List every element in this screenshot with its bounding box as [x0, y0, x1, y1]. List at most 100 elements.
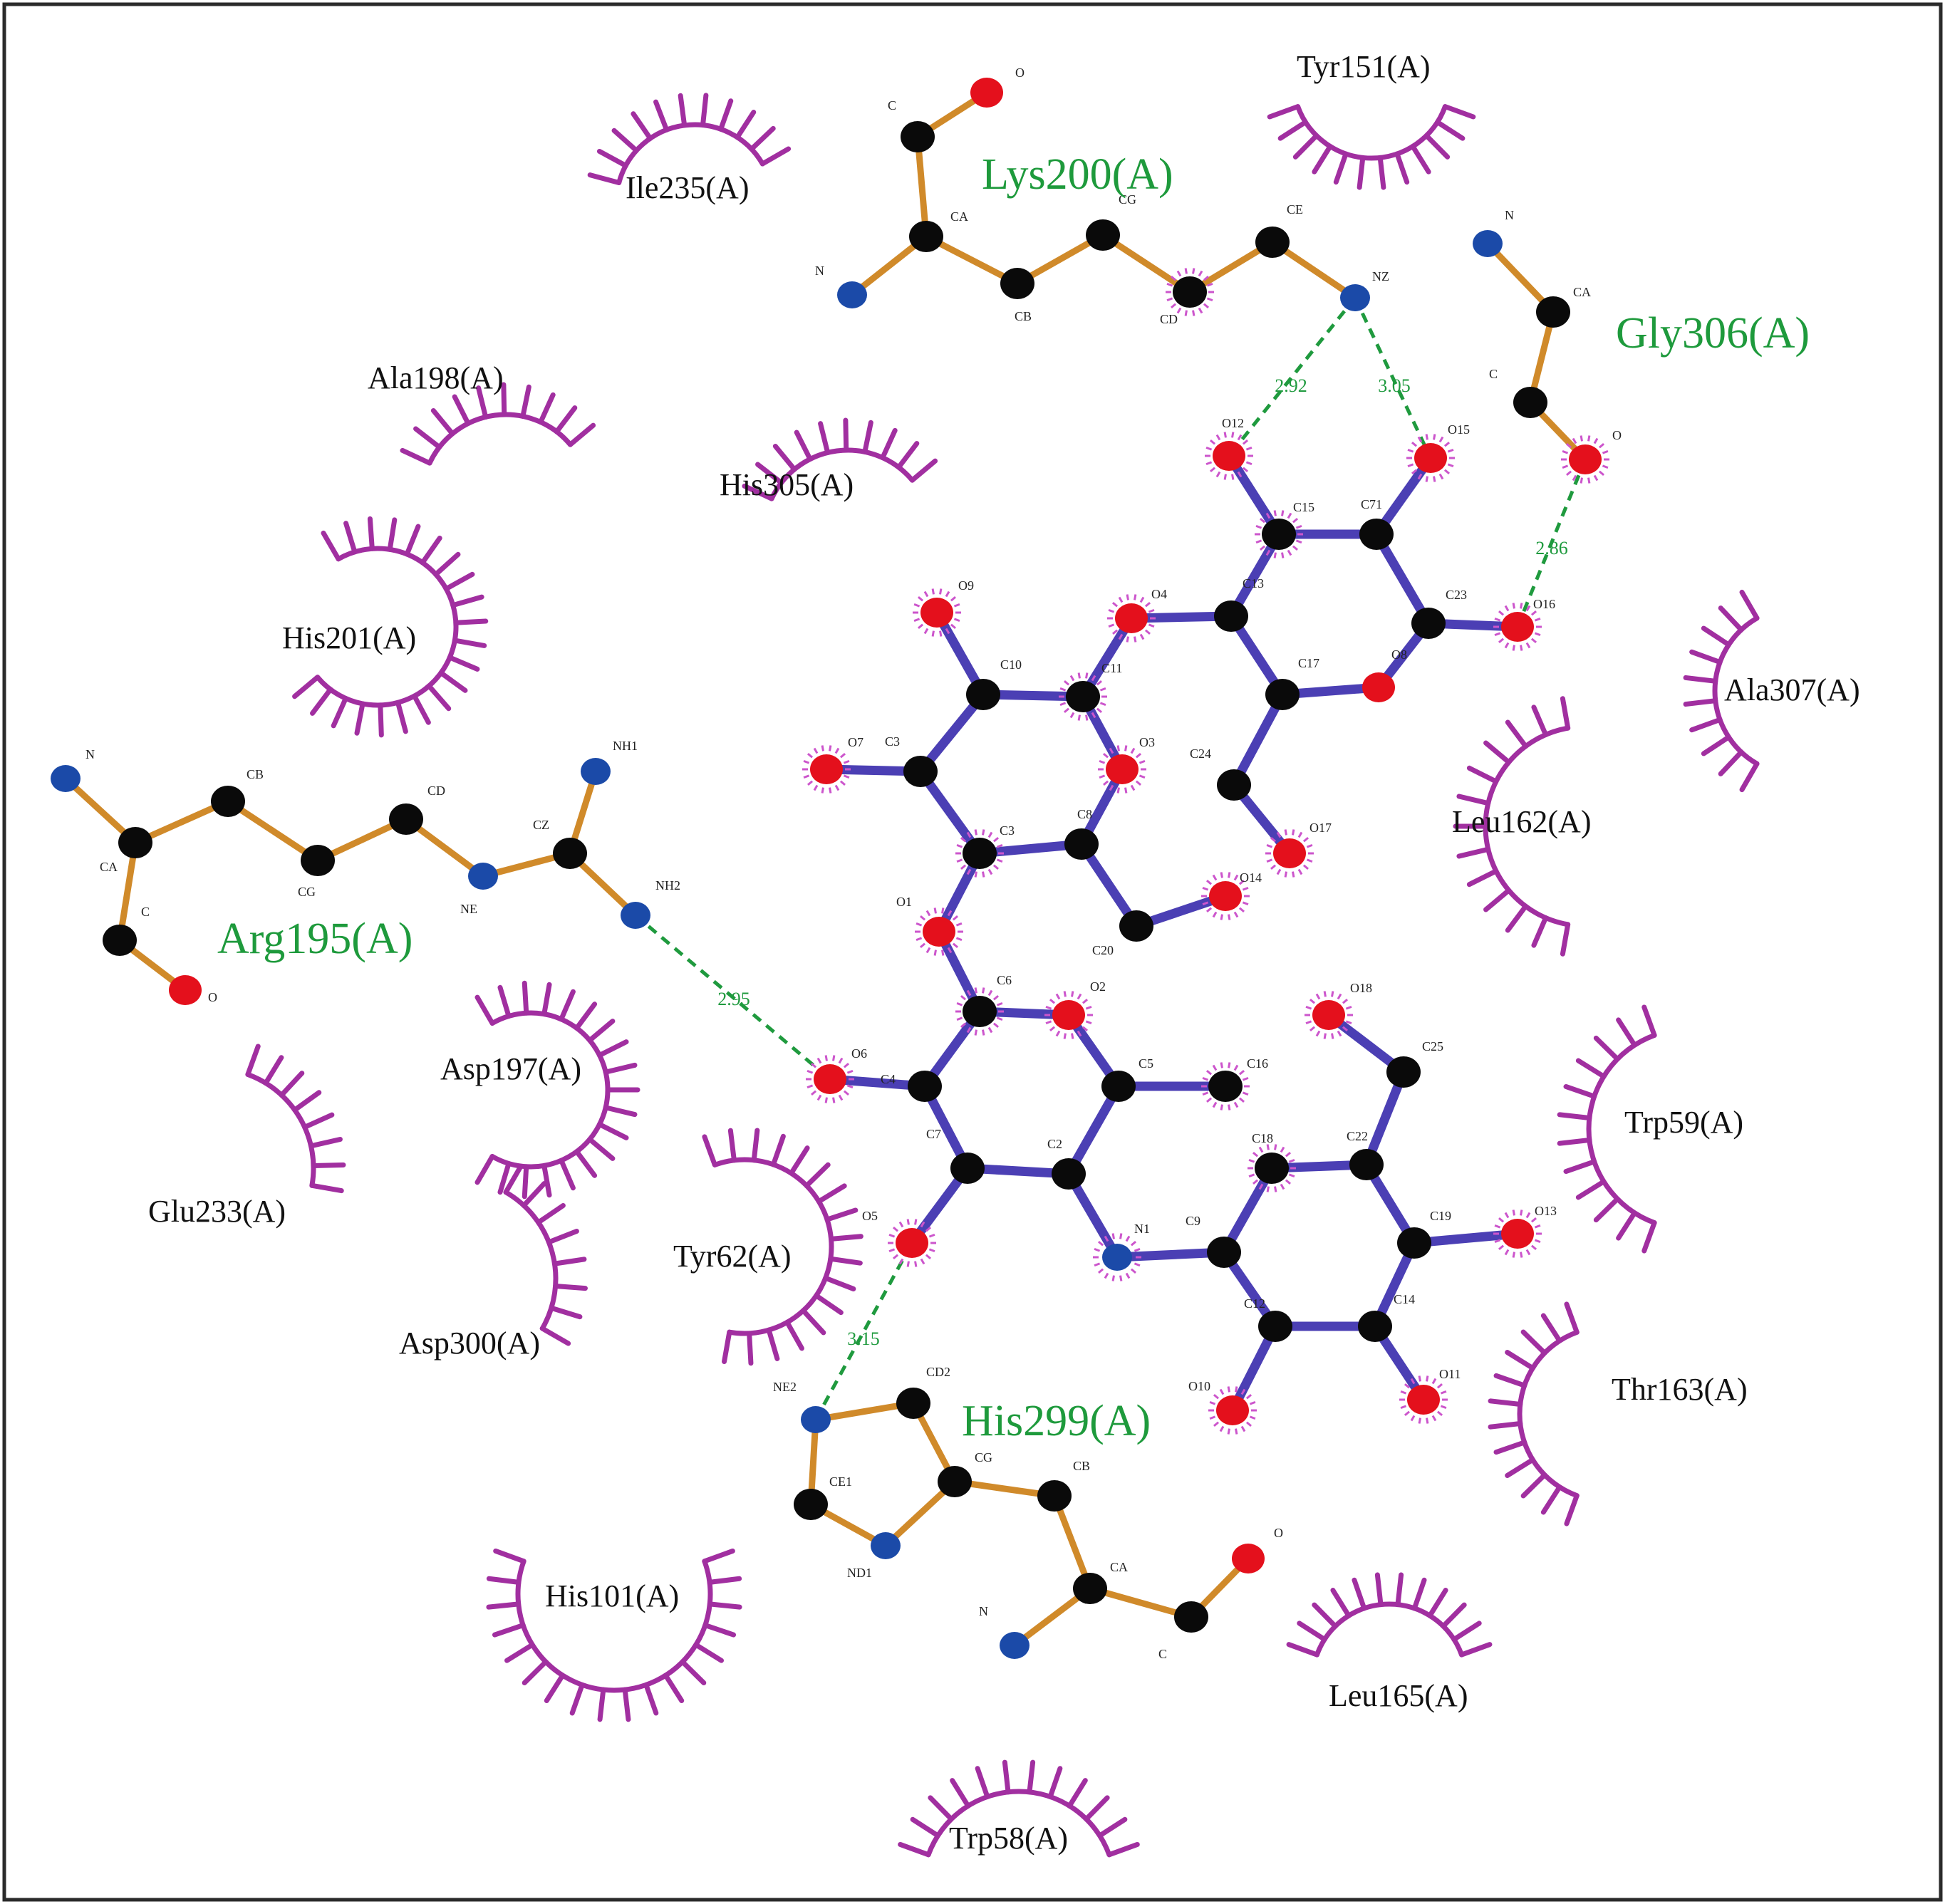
hydrophobic-label-tyr62: Tyr62(A)	[673, 1239, 792, 1274]
contact-halo-tick	[1233, 911, 1239, 918]
contact-halo-tick	[913, 618, 920, 623]
contact-halo-tick	[1418, 1417, 1421, 1424]
atom-his_O: O	[1232, 1526, 1283, 1573]
atom-sphere	[1052, 1000, 1085, 1030]
hydrophobic-spoke	[702, 1623, 737, 1638]
atom-sphere	[966, 679, 1000, 710]
hydrophobic-arc	[769, 447, 915, 501]
hydrophobic-spoke	[1357, 155, 1366, 190]
contact-halo-tick	[1109, 784, 1114, 791]
hydrophobic-spoke	[367, 516, 375, 551]
ligand-bond-C19-O13	[1409, 1229, 1523, 1248]
contact-halo-tick	[1130, 1268, 1137, 1274]
contact-halo-tick	[1504, 642, 1510, 649]
hydrophobic-spoke	[910, 1816, 940, 1838]
atom-his_ND1: ND1	[847, 1532, 901, 1580]
contact-halo-tick	[923, 591, 929, 598]
contact-halo-tick	[1077, 993, 1082, 1000]
hydrophobic-arc	[1314, 1601, 1464, 1658]
hydrophobic-spoke	[1689, 717, 1723, 733]
hydrophobic-spoke	[1575, 1179, 1607, 1200]
hydrophobic-contact-his305: His305(A)	[720, 417, 938, 502]
hydrophobic-spoke	[551, 1257, 587, 1266]
contact-halo-tick	[1242, 439, 1249, 445]
contact-halo-tick	[955, 937, 963, 942]
contact-halo-tick	[1203, 275, 1210, 281]
hydrophobic-spoke	[292, 675, 321, 699]
atom-sphere	[1173, 276, 1207, 308]
contact-halo-tick	[1593, 474, 1599, 482]
hbond-distance-label: 3.15	[847, 1328, 880, 1349]
hydrophobic-label-his305: His305(A)	[720, 467, 854, 502]
atom-label: C71	[1361, 497, 1382, 511]
atom-sphere	[903, 756, 938, 787]
atom-sphere	[896, 1388, 930, 1419]
contact-halo-tick	[1404, 1410, 1411, 1417]
hydrophobic-label-ala307: Ala307(A)	[1724, 672, 1860, 707]
contact-halo-tick	[945, 591, 950, 598]
hydrophobic-contact-asp300: Asp300(A)	[399, 1163, 588, 1361]
contact-halo-tick	[945, 628, 950, 635]
atom-label: CG	[298, 885, 316, 899]
atom-label: O15	[1448, 422, 1470, 437]
contact-halo-tick	[1512, 1252, 1515, 1258]
atom-C22: C22	[1347, 1129, 1384, 1180]
contact-halo-tick	[1498, 1244, 1505, 1251]
atom-arg_O: O	[169, 975, 217, 1005]
contact-halo-tick	[1209, 1400, 1216, 1405]
hydrophobic-spoke	[538, 392, 556, 425]
contact-halo-tick	[1438, 436, 1444, 443]
atom-sphere	[970, 78, 1003, 108]
atom-label: O9	[958, 578, 974, 593]
hydrophobic-spoke	[1557, 1112, 1592, 1120]
contact-halo-tick	[1433, 434, 1436, 440]
hydrophobic-contact-ala198: Ala198(A)	[368, 360, 596, 466]
atom-sphere	[51, 765, 81, 792]
contact-halo-tick	[974, 987, 977, 994]
contact-halo-tick	[1572, 474, 1577, 482]
contact-halo-tick	[966, 868, 972, 875]
contact-halo-tick	[1331, 991, 1334, 997]
contact-halo-tick	[1104, 1235, 1109, 1242]
hydrophobic-contact-his101: His101(A)	[486, 1548, 742, 1722]
contact-halo-tick	[1266, 858, 1273, 863]
residue-bond-his_CA-his_C	[1086, 1585, 1195, 1621]
hydrophobic-spoke	[1593, 1196, 1620, 1223]
contact-halo-tick	[992, 1022, 1000, 1029]
hydrophobic-spoke	[452, 394, 471, 427]
hydrophobic-spoke	[302, 1112, 335, 1130]
atom-C12: C12	[1244, 1296, 1292, 1342]
hydrophobic-label-trp58: Trp58(A)	[949, 1821, 1068, 1856]
contact-halo-tick	[1297, 868, 1303, 875]
atom-C3: C3	[885, 734, 938, 787]
contact-halo-tick	[1436, 1383, 1443, 1389]
atom-sphere	[1052, 1158, 1086, 1190]
atom-sphere	[211, 786, 245, 817]
contact-halo-tick	[1292, 517, 1299, 524]
contact-halo-tick	[1212, 911, 1218, 918]
hydrophobic-spoke	[503, 1163, 524, 1195]
contact-halo-tick	[816, 1057, 822, 1064]
hydrophobic-spoke	[816, 1183, 847, 1205]
ligand-bond-C22-C25	[1362, 1067, 1409, 1170]
hydrophobic-spoke	[1456, 794, 1491, 806]
contact-halo-tick	[1094, 1247, 1101, 1252]
contact-halo-tick	[1433, 476, 1436, 482]
contact-halo-tick	[1206, 297, 1213, 302]
hbond-distance-label: 2.86	[1535, 538, 1568, 558]
contact-halo-tick	[1220, 1104, 1223, 1110]
contact-halo-tick	[1049, 1026, 1056, 1032]
contact-halo-tick	[1202, 1076, 1209, 1081]
contact-halo-tick	[956, 858, 963, 863]
contact-halo-tick	[1270, 836, 1277, 843]
atom-sphere	[1411, 608, 1446, 639]
contact-halo-tick	[987, 868, 993, 875]
atom-sphere	[1358, 1311, 1392, 1342]
hydrophobic-spoke	[862, 420, 873, 454]
contact-halo-tick	[1063, 707, 1070, 714]
contact-halo-tick	[955, 922, 963, 927]
hydrophobic-spoke	[898, 1841, 931, 1858]
hydrophobic-spoke	[603, 1105, 638, 1118]
hydrophobic-spoke	[1483, 888, 1512, 912]
atom-label: C18	[1252, 1131, 1273, 1145]
